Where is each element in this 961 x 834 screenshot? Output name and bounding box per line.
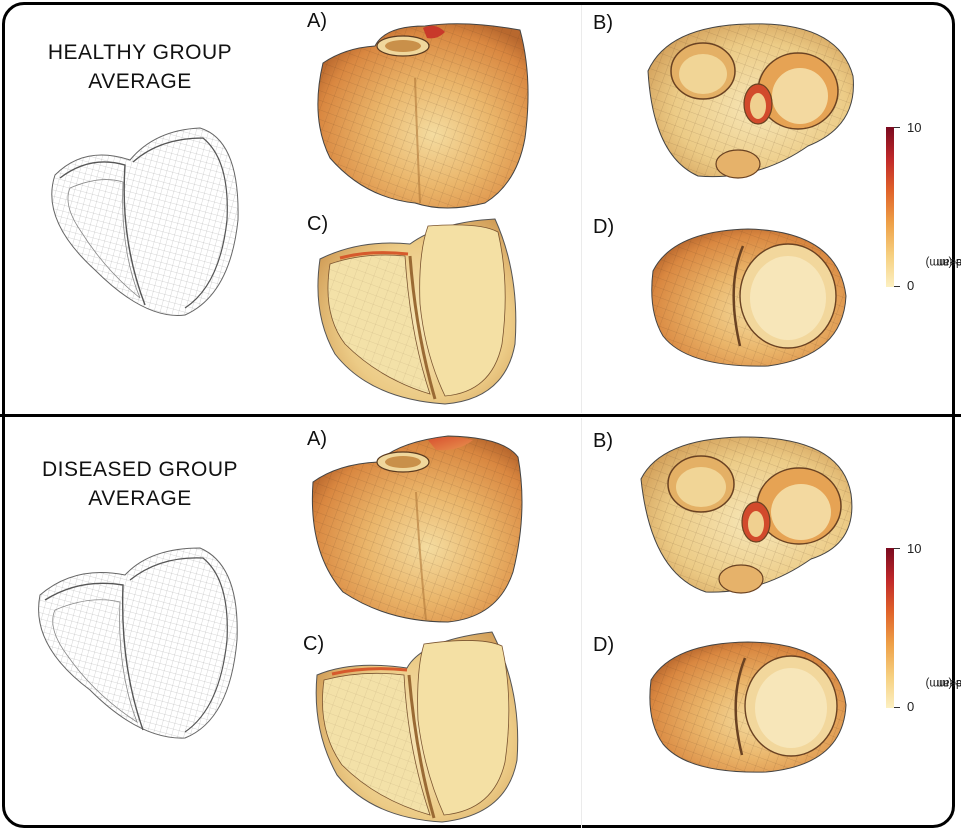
colorbar-tick xyxy=(894,286,900,287)
healthy-anterior-heart-icon xyxy=(317,23,529,209)
panel-label-b: B) xyxy=(593,12,613,34)
diseased-apical-heart-icon xyxy=(649,641,847,773)
panel-label-d: D) xyxy=(593,216,615,238)
healthy-group-title: HEALTHY GROUP AVERAGE xyxy=(47,41,233,93)
colorbar-max: 10 xyxy=(907,120,922,135)
column-separator xyxy=(581,5,582,413)
colorbar-min: 0 xyxy=(907,278,915,293)
colorbar-min: 0 xyxy=(907,699,915,714)
colorbar-title: Euclideandistance (mm) xyxy=(925,256,961,268)
colorbar-tick xyxy=(894,127,900,128)
group-divider xyxy=(0,414,961,417)
diseased-basal-heart-icon xyxy=(640,436,853,594)
healthy-section-heart-icon xyxy=(317,218,517,405)
colorbar-ramp xyxy=(886,127,894,287)
diseased-wireframe-heart-icon xyxy=(38,547,238,739)
healthy-basal-heart-icon xyxy=(647,23,854,179)
colorbar-tick xyxy=(894,707,900,708)
colorbar-tick xyxy=(894,548,900,549)
colorbar-max: 10 xyxy=(907,541,922,556)
diseased-group-title: DISEASED GROUP AVERAGE xyxy=(41,458,239,510)
healthy-apical-heart-icon xyxy=(651,228,847,367)
panel-label-c: C) xyxy=(307,213,329,235)
panel-label-b: B) xyxy=(593,430,613,452)
diseased-anterior-heart-icon xyxy=(311,435,523,623)
colorbar-ramp xyxy=(886,548,894,708)
diseased-section-heart-icon xyxy=(315,631,519,823)
panel-label-d: D) xyxy=(593,634,615,656)
panel-label-a: A) xyxy=(307,428,327,450)
colorbar-title: Euclideandistance (mm) xyxy=(925,677,961,689)
healthy-wireframe-heart-icon xyxy=(51,127,239,316)
diseased-colorbar: 10 0 Euclideandistance (mm) xyxy=(886,541,961,718)
panel-label-c: C) xyxy=(303,633,325,655)
panel-label-a: A) xyxy=(307,10,327,32)
healthy-colorbar: 10 0 Euclideandistance (mm) xyxy=(886,120,961,297)
column-separator xyxy=(581,418,582,828)
